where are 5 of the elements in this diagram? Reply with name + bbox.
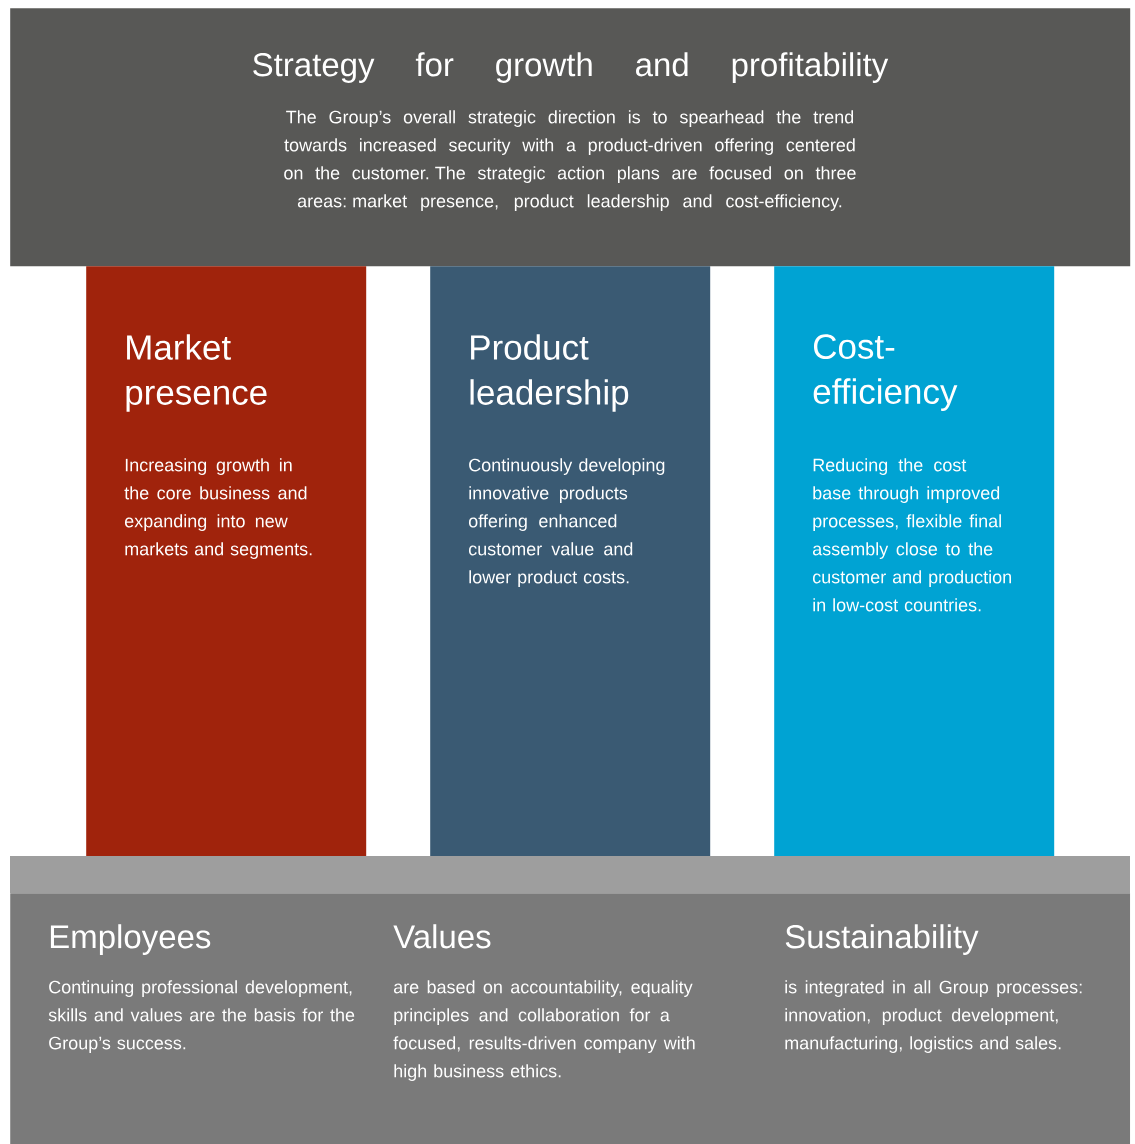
strategy-banner: Strategy for growth and profitability The Group’s overall strategic direction is to spearhead the trend towards increased security with a product-driven offering centered on the customer. The strategic action plans are focused on three areas: market presence, product leadership and cost-efficiency. [10,8,1131,267]
pillar: Market presence Increasing growth in the core business and expanding into new markets and segments. [86,266,367,857]
pillar: Product leadership Continuously developing innovative products offering enhanced customer value and lower product costs. [430,266,711,857]
pillar: Cost-efficiency Reducing the cost base through improved processes, flexible final assembly close to the customer and production in low-cost countries. [774,266,1055,857]
foundation-base: Employees Continuing professional development, skills and values are the basis for the Group’s success. Values are based on accountability, equality principles and collaboration for a focused, results-driven company with high business ethics. Sustainability is integrated in all Group processes: innovation, product development, manufacturing, logistics and sales. [10,856,1131,1144]
